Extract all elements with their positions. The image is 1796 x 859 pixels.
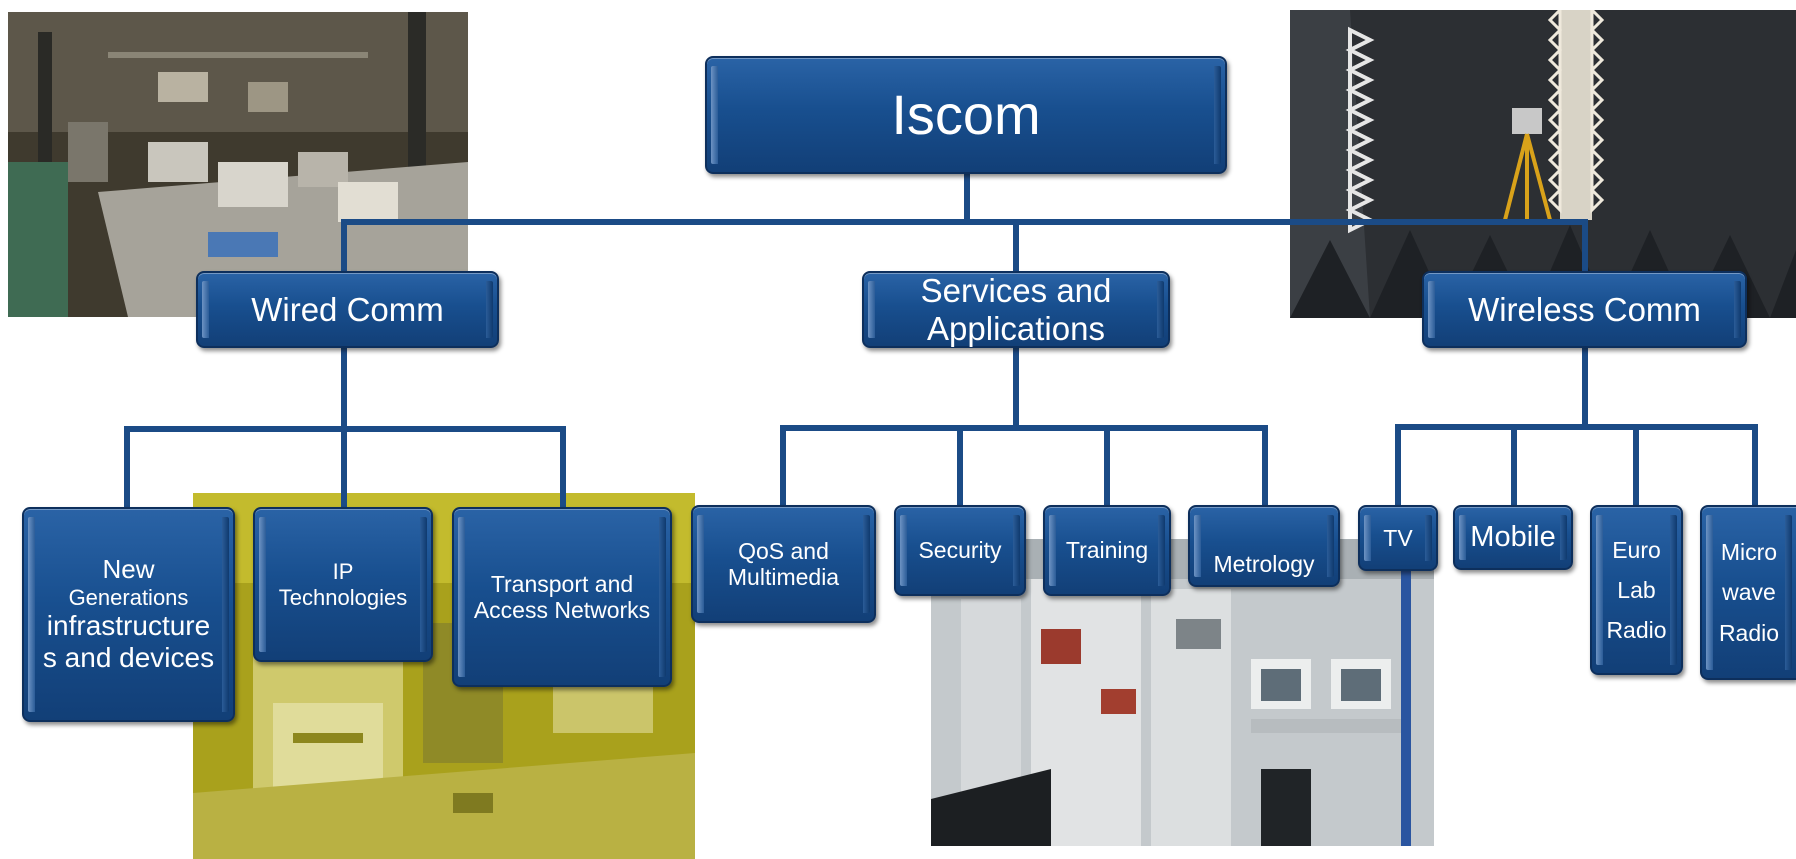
- root-label: Iscom: [891, 82, 1041, 146]
- unit-label-line: wave: [1722, 579, 1776, 606]
- unit-node-ip-technologies: IP Technologies: [253, 507, 433, 662]
- unit-label-line: New: [102, 553, 155, 584]
- unit-label-security: Security: [918, 537, 1002, 564]
- unit-label-line: Euro: [1612, 536, 1661, 563]
- root-node-iscom: Iscom: [705, 56, 1227, 174]
- unit-node-qos-multimedia: QoS and Multimedia: [691, 505, 876, 623]
- unit-label-transport-access: Transport and Access Networks: [474, 571, 650, 624]
- unit-label-training: Training: [1065, 537, 1149, 564]
- unit-node-new-generations: New Generations infrastructure s and dev…: [22, 507, 235, 722]
- unit-node-microwave-radio: Micro wave Radio: [1700, 505, 1796, 680]
- unit-label-line: Radio: [1718, 619, 1780, 646]
- unit-label-line: Transport and: [490, 570, 634, 597]
- unit-label-line: Technologies: [278, 584, 408, 610]
- unit-label-line: IP: [332, 559, 354, 585]
- unit-label-line: Multimedia: [727, 564, 840, 590]
- dept-label-wired-comm: Wired Comm: [251, 290, 444, 328]
- anechoic-chamber-photo: [1290, 10, 1796, 318]
- unit-node-metrology: Metrology: [1188, 505, 1340, 587]
- unit-label-line: Generations: [68, 584, 189, 610]
- unit-node-training: Training: [1043, 505, 1171, 596]
- unit-label-line: Radio: [1606, 617, 1667, 644]
- dept-node-wireless-comm: Wireless Comm: [1422, 271, 1747, 348]
- unit-node-tv: TV: [1358, 505, 1438, 571]
- unit-label-microwave-radio: Micro wave Radio: [1719, 532, 1779, 653]
- unit-label-euro-lab-radio: Euro Lab Radio: [1606, 530, 1666, 651]
- unit-label-line: infrastructure: [46, 609, 211, 641]
- unit-node-mobile: Mobile: [1453, 505, 1573, 570]
- unit-node-transport-access: Transport and Access Networks: [452, 507, 672, 687]
- unit-label-line: Micro: [1720, 539, 1778, 566]
- unit-label-mobile: Mobile: [1470, 520, 1556, 553]
- unit-node-euro-lab-radio: Euro Lab Radio: [1590, 505, 1683, 675]
- unit-label-line: QoS and: [738, 537, 829, 564]
- unit-label-metrology: Metrology: [1213, 550, 1315, 577]
- unit-label-tv: TV: [1383, 524, 1413, 551]
- dept-label-wireless-comm: Wireless Comm: [1468, 290, 1701, 328]
- dept-node-services-applications: Services and Applications: [862, 271, 1170, 348]
- unit-label-line: s and devices: [42, 642, 215, 674]
- dept-label-line: Applications: [927, 309, 1105, 347]
- unit-node-security: Security: [894, 505, 1026, 596]
- unit-label-new-generations: New Generations infrastructure s and dev…: [42, 553, 215, 675]
- unit-label-qos-multimedia: QoS and Multimedia: [728, 538, 839, 591]
- dept-label-line: Services and: [920, 271, 1112, 309]
- dept-node-wired-comm: Wired Comm: [196, 271, 499, 348]
- dept-label-services-applications: Services and Applications: [921, 272, 1112, 348]
- unit-label-line: Lab: [1617, 576, 1656, 603]
- unit-label-ip-technologies: IP Technologies: [279, 559, 407, 610]
- instrument-rack-photo: [931, 539, 1434, 846]
- unit-label-line: Access Networks: [473, 597, 651, 623]
